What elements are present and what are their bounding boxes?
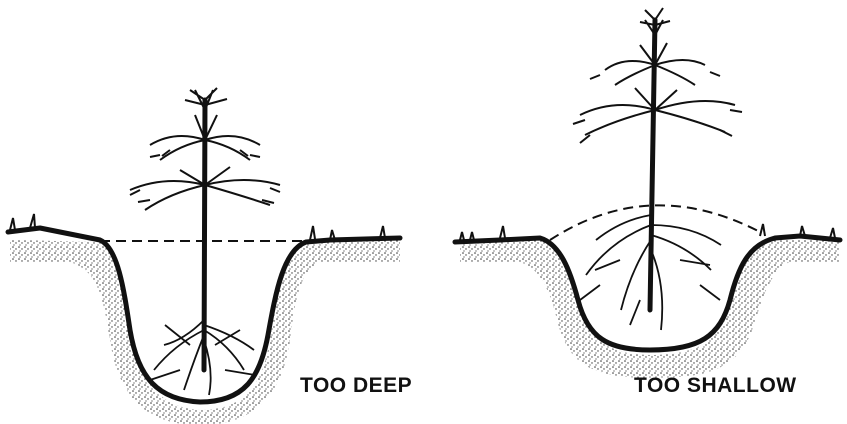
tree-foliage-shallow [573, 8, 742, 143]
caption-too-deep: TOO DEEP [300, 374, 412, 398]
grass-tufts-deep [10, 214, 385, 240]
caption-too-shallow: TOO SHALLOW [634, 374, 797, 398]
too-shallow-illustration [455, 8, 840, 378]
soil-mound-dashed-shallow [550, 205, 760, 240]
